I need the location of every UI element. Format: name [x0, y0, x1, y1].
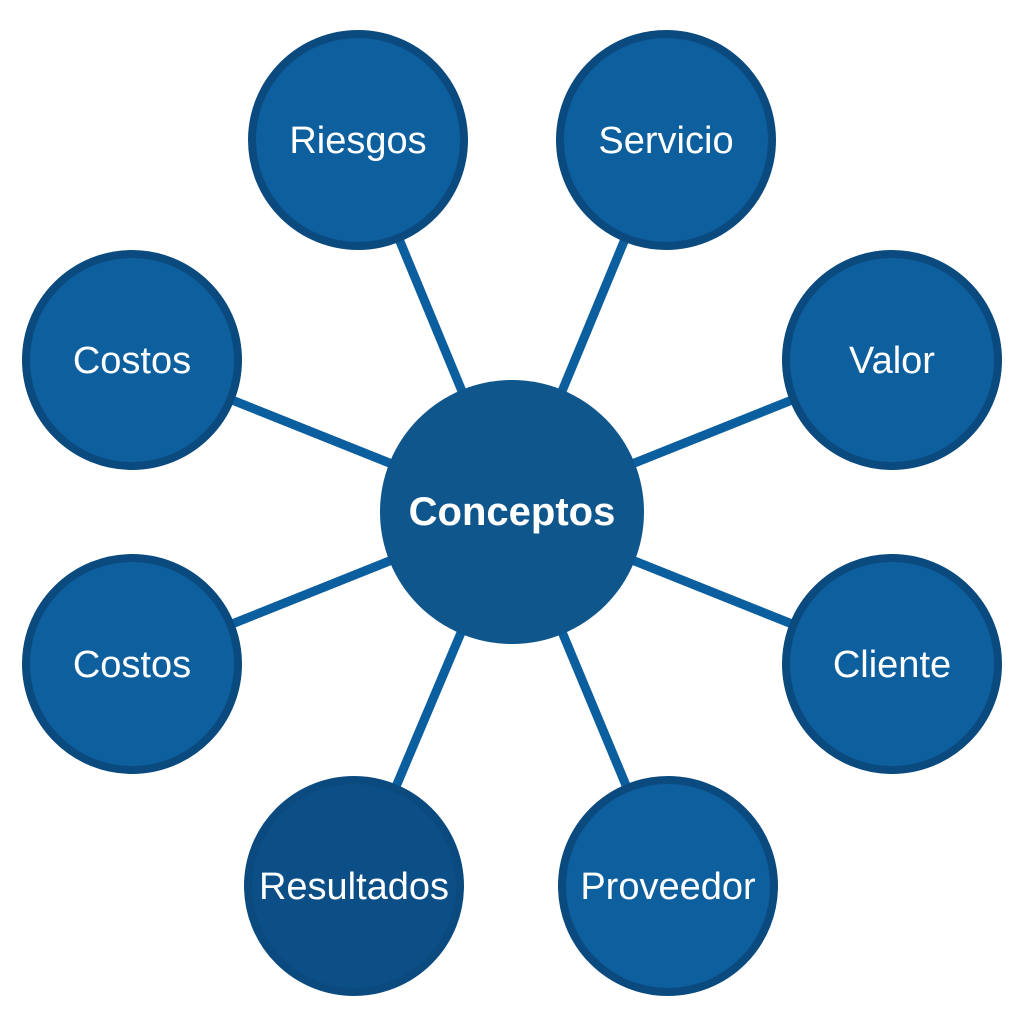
node-riesgos: Riesgos: [248, 30, 468, 250]
node-center: Conceptos: [380, 380, 644, 644]
node-servicio-circle: [556, 30, 776, 250]
node-cliente: Cliente: [782, 554, 1002, 774]
node-costos-upper-circle: [22, 250, 242, 470]
node-valor-circle: [782, 250, 1002, 470]
node-valor: Valor: [782, 250, 1002, 470]
node-costos-lower: Costos: [22, 554, 242, 774]
node-costos-lower-circle: [22, 554, 242, 774]
node-costos-lower-label: Costos: [73, 644, 191, 686]
node-costos-upper-label: Costos: [73, 340, 191, 382]
node-servicio: Servicio: [556, 30, 776, 250]
node-resultados-label: Resultados: [259, 866, 449, 908]
node-proveedor: Proveedor: [558, 776, 778, 996]
node-cliente-label: Cliente: [833, 644, 951, 686]
node-proveedor-circle: [558, 776, 778, 996]
node-cliente-circle: [782, 554, 1002, 774]
node-riesgos-label: Riesgos: [289, 120, 426, 162]
node-proveedor-label: Proveedor: [580, 866, 756, 908]
node-resultados-circle: [244, 776, 464, 996]
node-costos-upper: Costos: [22, 250, 242, 470]
node-resultados: Resultados: [244, 776, 464, 996]
node-riesgos-circle: [248, 30, 468, 250]
node-center-label: Conceptos: [409, 490, 616, 534]
node-servicio-label: Servicio: [598, 120, 733, 162]
node-valor-label: Valor: [849, 340, 935, 382]
node-center-circle: [380, 380, 644, 644]
